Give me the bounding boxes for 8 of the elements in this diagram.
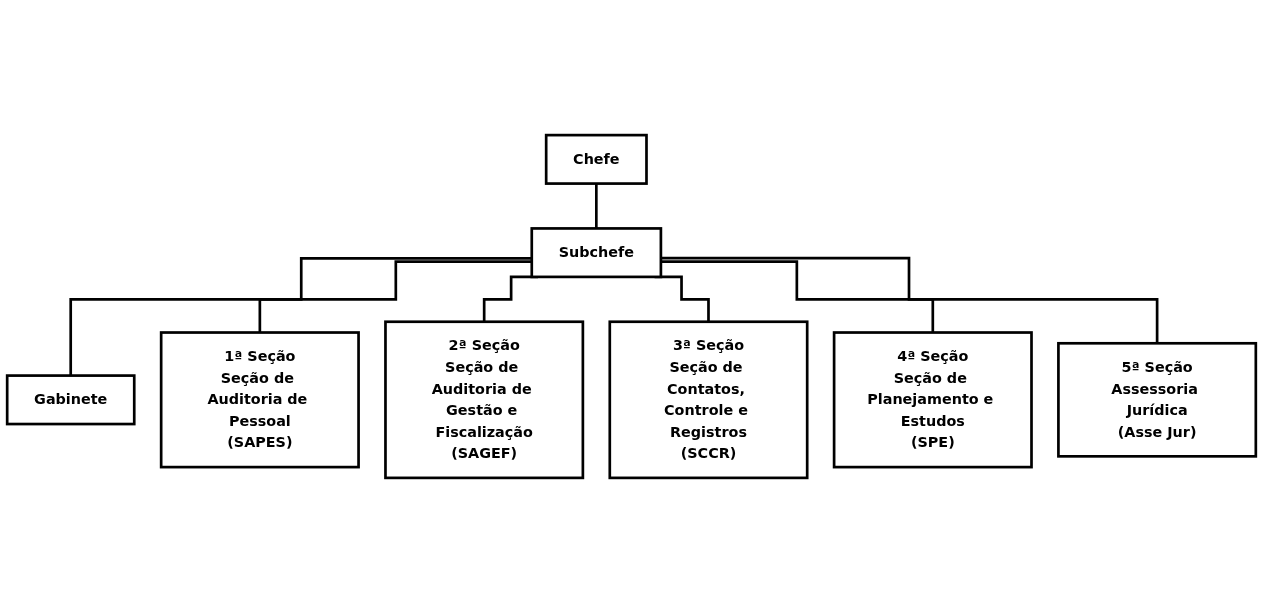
node-box: Gabinete — [5, 374, 136, 426]
node-box: 1ª Seção Seção de Auditoria de Pessoal (SAPES) — [159, 331, 360, 469]
node-box: Chefe — [544, 133, 648, 185]
node-box: 2ª Seção Seção de Auditoria de Gestão e Fiscalização (SAGEF) — [384, 320, 585, 480]
node-box: Subchefe — [530, 227, 663, 279]
node-box: 3ª Seção Seção de Contatos, Controle e Registros (SCCR) — [608, 320, 809, 480]
node-box: 5ª Seção Assessoria Jurídica (Asse Jur) — [1057, 341, 1258, 458]
node-box: 4ª Seção Seção de Planejamento e Estudos (SPE) — [832, 331, 1033, 469]
